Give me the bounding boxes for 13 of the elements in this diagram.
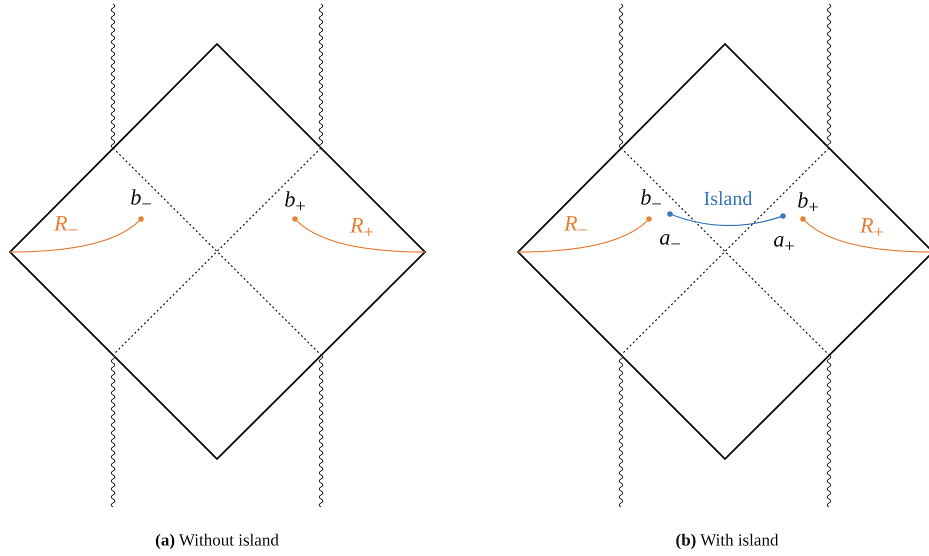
point-label: b$_{−}$ bbox=[130, 186, 152, 214]
region-label: R$_{+}$ bbox=[350, 214, 374, 242]
point-label: b$_{−}$ bbox=[640, 186, 662, 214]
figure-caption: (b) With island bbox=[676, 532, 778, 548]
figure-caption: (a) Without island bbox=[155, 532, 279, 548]
point-label: b$_{+}$ bbox=[284, 188, 306, 216]
region-label: R$_{+}$ bbox=[860, 214, 884, 242]
region-label: R$_{−}$ bbox=[564, 212, 588, 240]
point-label: b$_{+}$ bbox=[797, 190, 819, 216]
point-label: a$_{+}$ bbox=[773, 228, 795, 256]
region-label: R$_{−}$ bbox=[54, 212, 78, 240]
island-label: Island bbox=[704, 189, 752, 209]
point-label: a$_{−}$ bbox=[659, 226, 681, 254]
